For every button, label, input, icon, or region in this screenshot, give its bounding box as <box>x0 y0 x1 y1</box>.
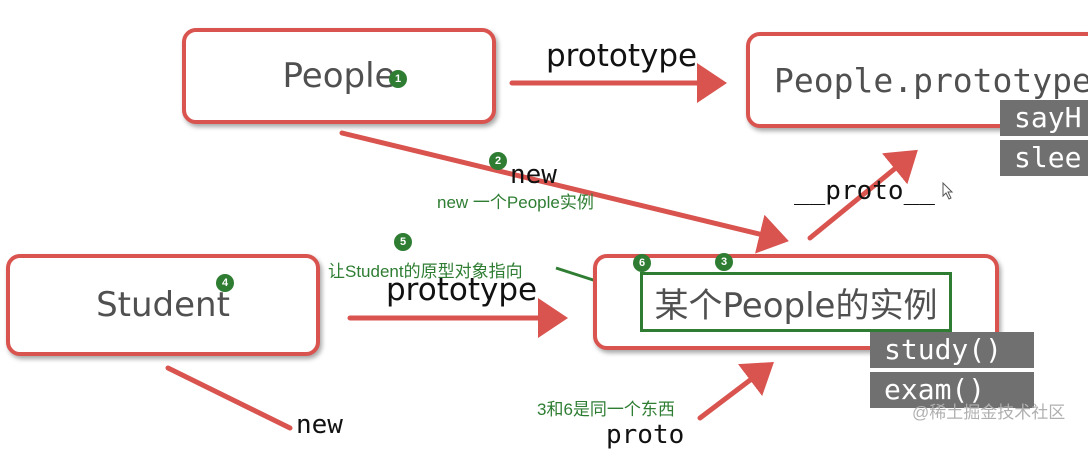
student-label: Student <box>96 285 230 325</box>
arrow-people-new-instance <box>339 130 789 254</box>
arrow-student-new <box>165 365 293 431</box>
method-exam: exam() <box>870 372 1034 408</box>
arrow-instance-proto-up <box>807 149 918 241</box>
people-box: People <box>182 28 496 124</box>
method-sayh: sayH <box>1000 100 1088 136</box>
note-same-thing: 3和6是同一个东西 <box>537 400 675 419</box>
method-study: study() <box>870 332 1034 368</box>
badge-5: 5 <box>394 233 412 251</box>
edge-label-prototype-top: prototype <box>546 38 698 74</box>
note-new-people-instance: new 一个People实例 <box>437 193 594 212</box>
edge-label-proto-bottom: proto <box>606 420 685 450</box>
student-box: Student <box>6 254 320 356</box>
edge-label-new-bottom: new <box>296 410 343 440</box>
edge-label-prototype-mid: prototype <box>386 272 538 308</box>
watermark: @稀土掘金技术社区 <box>912 403 1066 422</box>
instance-label: 某个People的实例 <box>654 285 938 326</box>
instance-box: 某个People的实例 <box>593 254 999 350</box>
mouse-cursor-icon <box>942 182 954 200</box>
badge-6: 6 <box>633 254 651 272</box>
badge-2: 2 <box>489 152 507 170</box>
edge-label-proto-top: __proto__ <box>794 176 935 206</box>
people-label: People <box>282 56 396 96</box>
people-prototype-label: People.prototype <box>774 60 1088 100</box>
arrow-bottom-proto-up <box>697 361 774 421</box>
badge-4: 4 <box>216 274 234 292</box>
instance-highlight-frame: 某个People的实例 <box>639 272 953 332</box>
arrows-layer <box>165 63 918 431</box>
method-slee: slee <box>1000 140 1088 176</box>
note-student-prototype-points: 让Student的原型对象指向 <box>328 262 523 281</box>
edge-label-new-top: new <box>510 160 557 190</box>
badge-1: 1 <box>389 70 407 88</box>
badge-3: 3 <box>715 253 733 271</box>
